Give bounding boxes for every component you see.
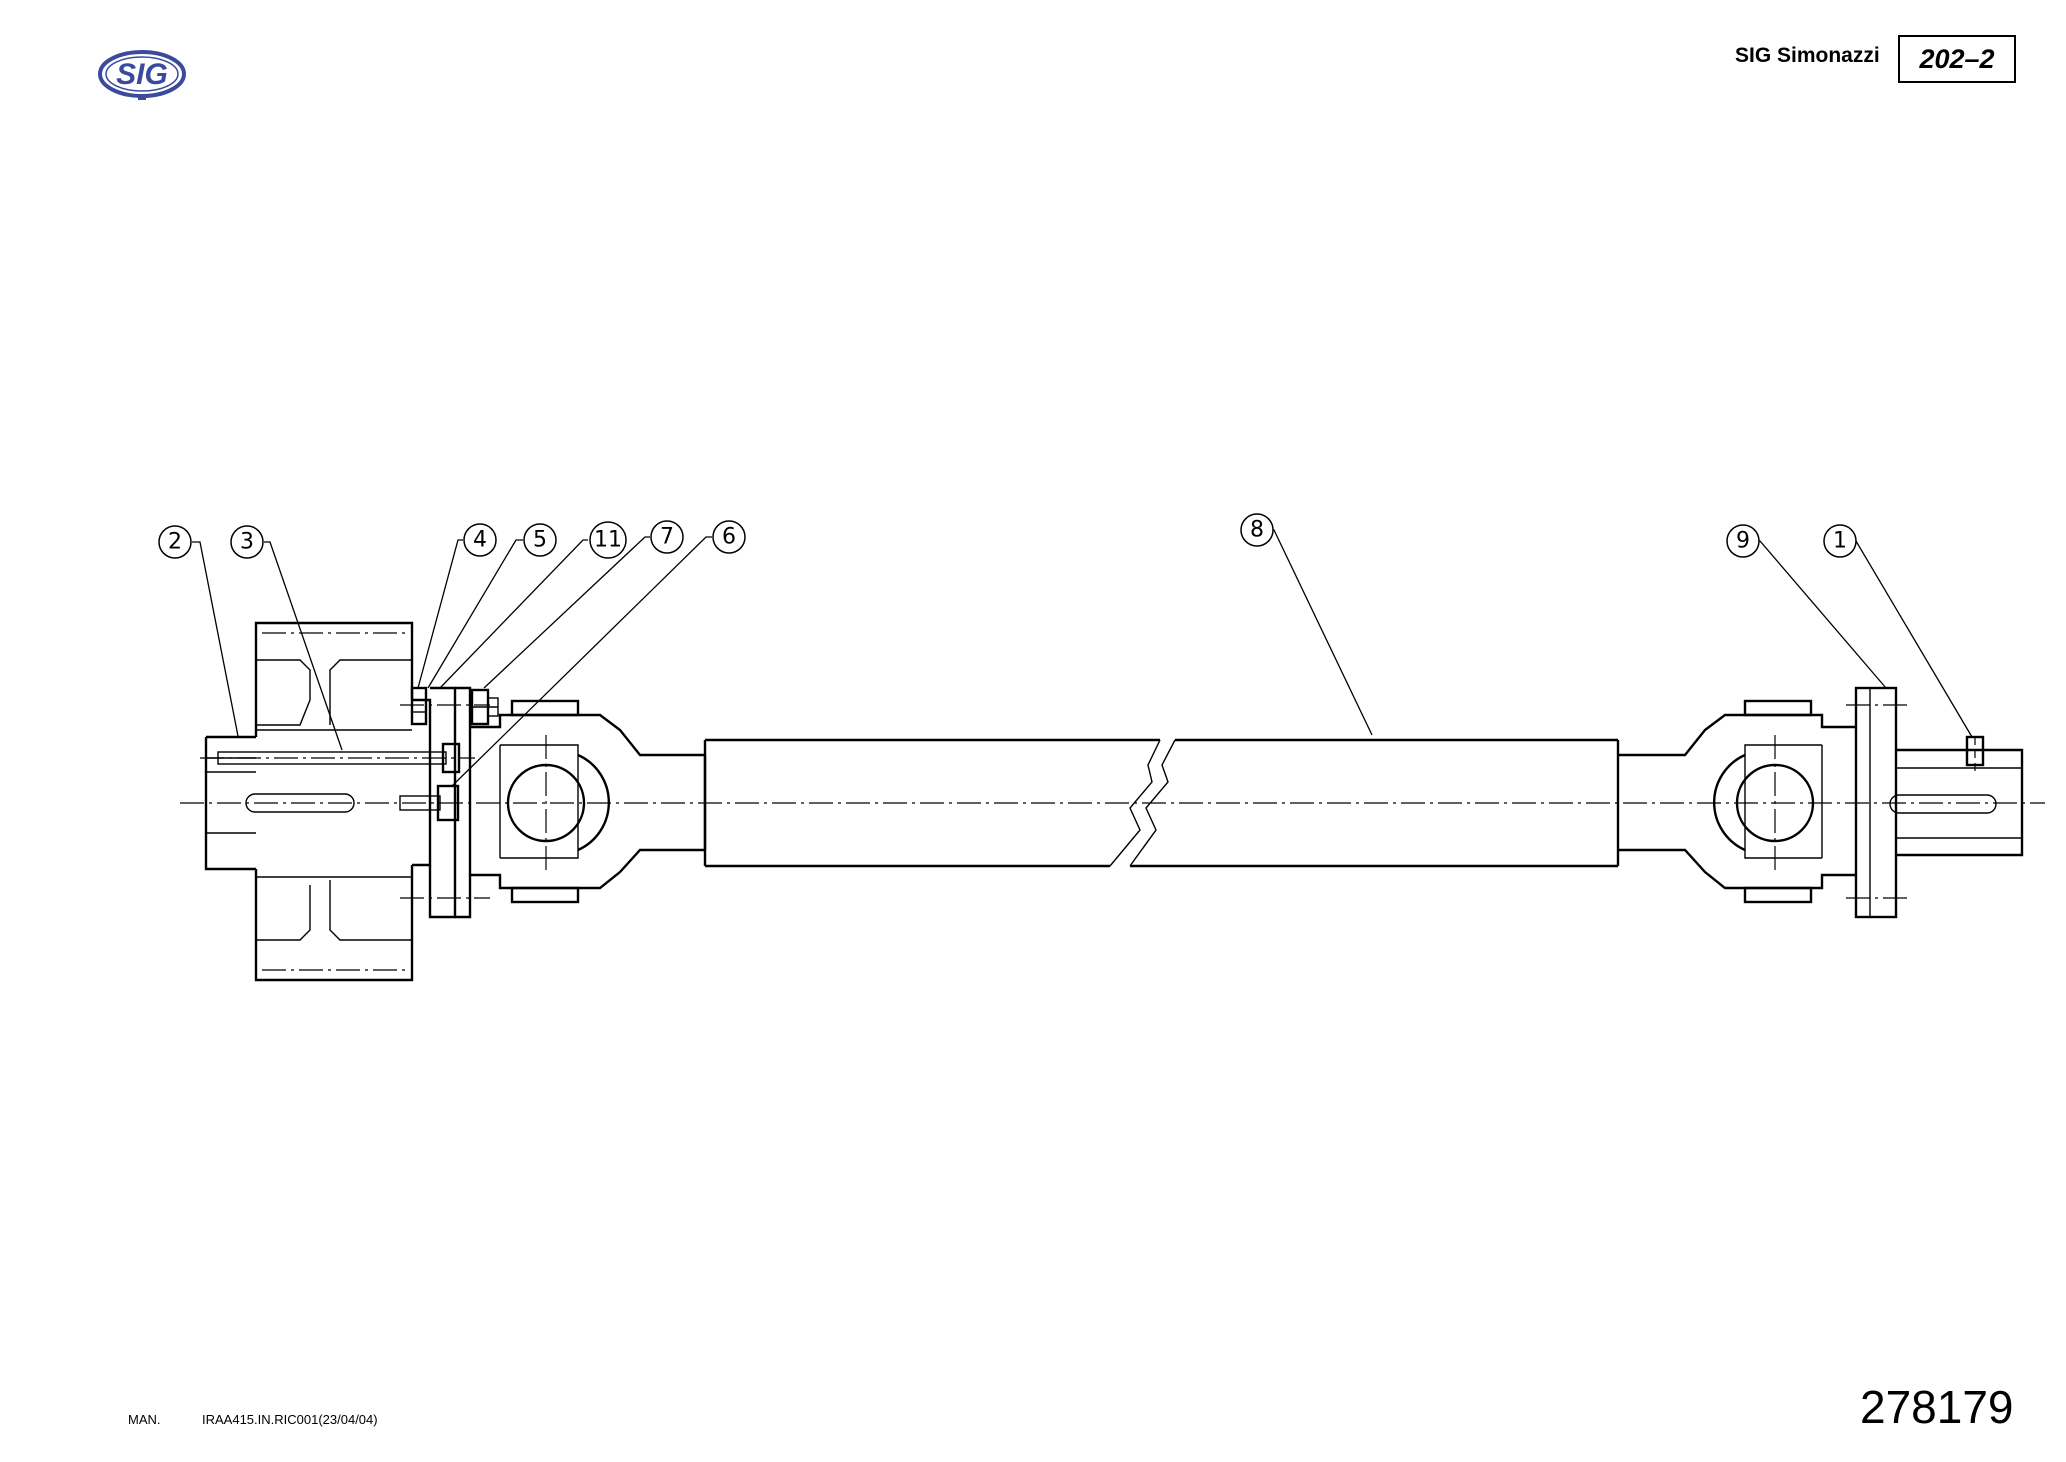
shaft-tube bbox=[703, 738, 1620, 868]
callout-11-label: 11 bbox=[594, 528, 622, 553]
callout-8: 8 bbox=[1240, 513, 1274, 547]
callout-1: 1 bbox=[1823, 524, 1857, 558]
callout-4: 4 bbox=[463, 523, 497, 557]
callout-6: 6 bbox=[712, 520, 746, 554]
right-universal-joint bbox=[1618, 699, 1856, 904]
sheet-number: 202–2 bbox=[1898, 35, 2016, 83]
callout-8-label: 8 bbox=[1250, 518, 1264, 543]
sig-logo: SIG bbox=[98, 50, 186, 100]
callout-bubbles: 2 3 4 5 11 7 6 8 bbox=[158, 513, 1857, 559]
callout-1-label: 1 bbox=[1833, 529, 1847, 554]
company-name: SIG Simonazzi bbox=[1735, 44, 1880, 67]
left-coupling bbox=[200, 621, 499, 982]
right-hub bbox=[1846, 686, 2024, 919]
callout-5: 5 bbox=[523, 523, 557, 557]
logo-text: SIG bbox=[116, 58, 168, 91]
callout-3-label: 3 bbox=[240, 530, 254, 555]
callout-7-label: 7 bbox=[660, 525, 674, 550]
callout-2: 2 bbox=[158, 525, 192, 559]
callout-9-label: 9 bbox=[1736, 529, 1750, 554]
callout-2-label: 2 bbox=[168, 530, 182, 555]
callout-3: 3 bbox=[230, 525, 264, 559]
callout-5-label: 5 bbox=[533, 528, 547, 553]
callout-4-label: 4 bbox=[473, 528, 487, 553]
callout-6-label: 6 bbox=[722, 525, 736, 550]
left-universal-joint bbox=[470, 699, 707, 904]
callout-9: 9 bbox=[1726, 524, 1760, 558]
manual-reference: IRAA415.IN.RIC001(23/04/04) bbox=[202, 1412, 378, 1427]
callout-7: 7 bbox=[650, 520, 684, 554]
manual-label: MAN. bbox=[128, 1412, 161, 1427]
callout-11: 11 bbox=[589, 521, 627, 559]
document-number: 278179 bbox=[1860, 1381, 2014, 1433]
